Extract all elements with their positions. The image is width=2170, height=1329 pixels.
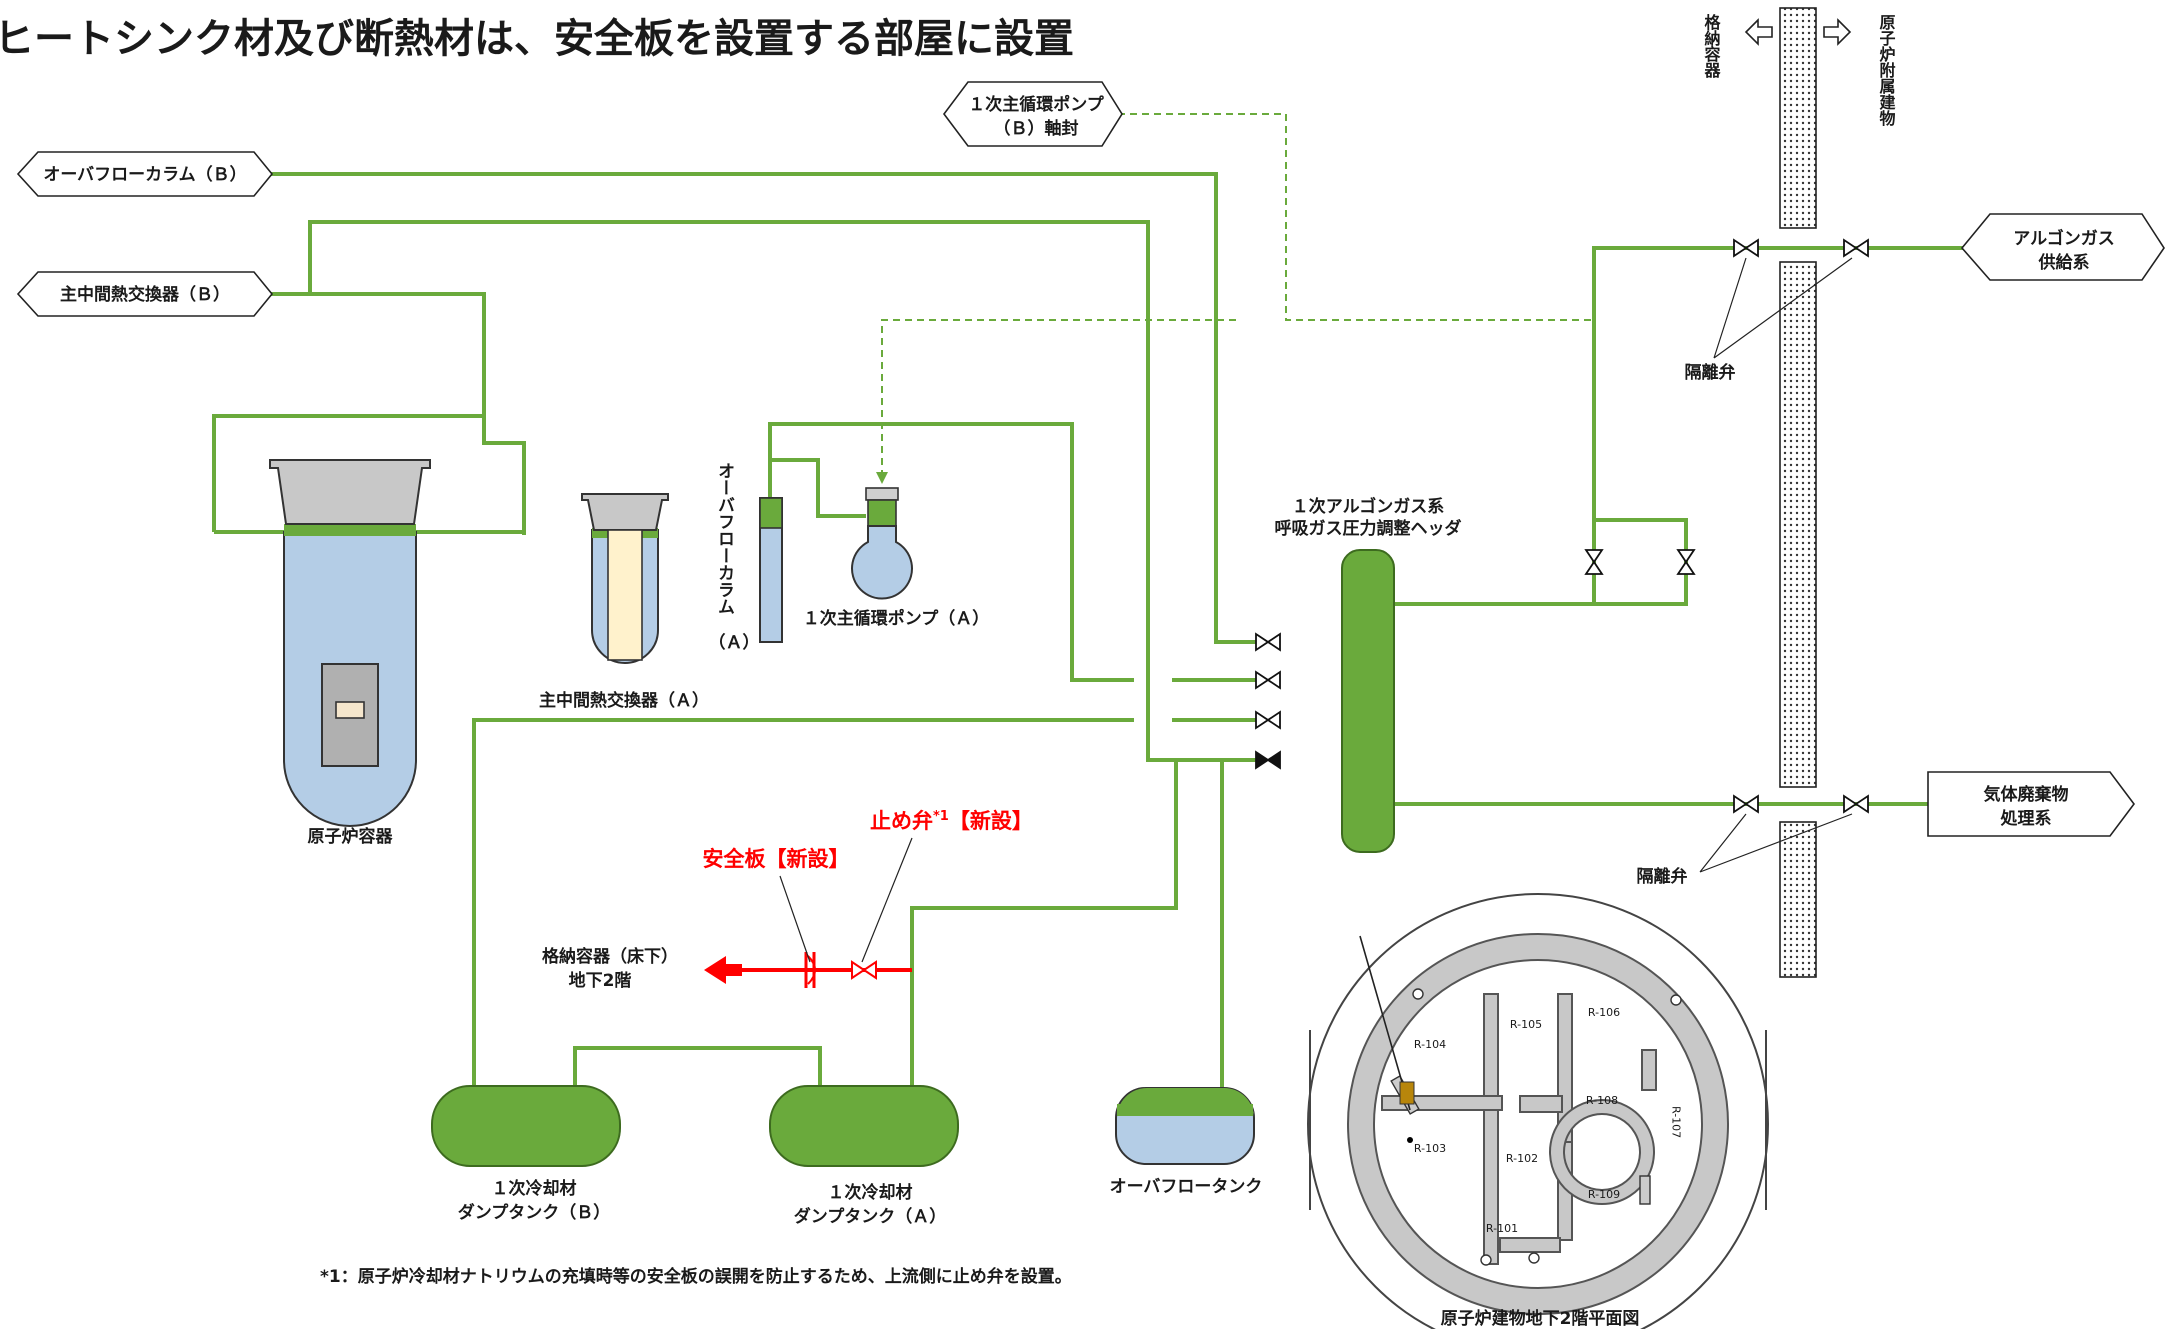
tag-ihx-b-label: 主中間熱交換器（Ｂ）: [60, 284, 230, 305]
containment-side-label: 格納容器: [1702, 13, 1722, 79]
ihx-a-label: 主中間熱交換器（Ａ）: [539, 690, 709, 711]
tag-pump-b-seal-label-2: （Ｂ）軸封: [994, 118, 1079, 139]
argon-gas-piping: [212, 172, 2010, 1090]
containment-floor-label-2: 地下2階: [569, 970, 632, 991]
arrow-left-red-icon: [704, 956, 742, 984]
room-label: R-104: [1414, 1038, 1446, 1051]
isolation-valve-icon: [1843, 794, 1869, 814]
overflow-tank: [1115, 1087, 1255, 1165]
isolation-valve-icon: [1733, 238, 1759, 258]
valve-icon: [1255, 632, 1281, 652]
overflow-column-a: [759, 497, 783, 643]
header-label-1: １次アルゴンガス系: [1292, 496, 1445, 517]
dump-tank-b-label-1: １次冷却材: [492, 1178, 577, 1199]
room-label: R-102: [1506, 1152, 1538, 1165]
tag-waste-gas-label-1: 気体廃棄物: [1983, 784, 2069, 805]
tag-pump-b-seal-label-1: １次主循環ポンプ: [968, 94, 1104, 115]
overflow-column-a-suffix: （Ａ）: [709, 632, 760, 653]
dump-tank-a: [769, 1085, 959, 1167]
arrow-right-icon: [1823, 18, 1852, 46]
overflow-column-a-label: オーバフローカラム: [714, 462, 735, 615]
isolation-valve-icon: [1733, 794, 1759, 814]
isolation-valve-icon: [1843, 238, 1869, 258]
ihx-a: [581, 493, 669, 664]
tag-argon-supply-label-1: アルゴンガス: [2013, 228, 2115, 249]
containment-floor-label-1: 格納容器（床下）: [542, 946, 678, 967]
pressure-header: [1341, 549, 1395, 853]
floor-plan: R-101 R-102 R-103 R-104 R-105 R-106 R-10…: [1307, 893, 1769, 1329]
dump-tank-b: [431, 1085, 621, 1167]
tag-overflow-column-b-label: オーバフローカラム（Ｂ）: [43, 164, 246, 185]
tag-ihx-b[interactable]: 主中間熱交換器（Ｂ）: [16, 271, 274, 317]
reactor-vessel-label: 原子炉容器: [308, 826, 394, 847]
stop-valve-label: 止め弁*1【新設】: [870, 809, 1033, 833]
dump-tank-a-label-2: ダンプタンク（Ａ）: [794, 1206, 947, 1227]
pump-a-label: １次主循環ポンプ（Ａ）: [803, 608, 990, 629]
room-label: R-105: [1510, 1018, 1542, 1031]
safety-plate-label: 安全板【新設】: [703, 847, 850, 871]
pump-a: [851, 487, 913, 600]
valve-icon: [1255, 670, 1281, 690]
isolation-valve-label-top: 隔離弁: [1685, 362, 1736, 383]
tag-waste-gas-label-2: 処理系: [2000, 809, 2052, 829]
arrow-left-icon: [1744, 18, 1773, 46]
room-label: R-109: [1588, 1188, 1620, 1201]
header-label-2: 呼吸ガス圧力調整ヘッダ: [1275, 518, 1462, 539]
room-label: R-101: [1486, 1222, 1518, 1235]
room-label: R-106: [1588, 1006, 1620, 1019]
tag-overflow-column-b[interactable]: オーバフローカラム（Ｂ）: [16, 151, 274, 197]
containment-wall: [1779, 7, 1817, 978]
tag-argon-supply-label-2: 供給系: [2038, 252, 2090, 273]
tag-waste-gas[interactable]: 気体廃棄物 処理系: [1927, 771, 2135, 837]
valve-icon: [1584, 549, 1604, 575]
room-label: R-107: [1670, 1106, 1683, 1138]
overflow-tank-label: オーバフロータンク: [1110, 1177, 1263, 1197]
plan-title: 原子炉建物地下2階平面図: [1441, 1308, 1640, 1329]
valve-group: [1255, 238, 1869, 814]
tag-argon-supply[interactable]: アルゴンガス 供給系: [1960, 213, 2165, 281]
reactor-vessel: [269, 459, 431, 827]
aux-building-side-label: 原子炉附属建物: [1877, 14, 1896, 127]
isolation-valve-label-bottom: 隔離弁: [1637, 866, 1688, 887]
footnote: *1：原子炉冷却材ナトリウムの充填時等の安全板の誤開を防止するため、上流側に止め…: [320, 1266, 1072, 1287]
dump-tank-a-label-1: １次冷却材: [828, 1182, 913, 1203]
valve-closed-icon: [1255, 750, 1281, 770]
valve-icon: [1676, 549, 1696, 575]
new-vent-line: [704, 952, 912, 988]
valve-icon: [1255, 710, 1281, 730]
stop-valve-icon: [851, 960, 877, 980]
dump-tank-b-label-2: ダンプタンク（Ｂ）: [458, 1202, 611, 1223]
room-label: R-108: [1586, 1094, 1618, 1107]
page-title: ヒートシンク材及び断熱材は、安全板を設置する部屋に設置: [0, 16, 1074, 62]
seal-gas-dashed-piping: [876, 113, 1594, 484]
room-label: R-103: [1414, 1142, 1446, 1155]
tag-pump-b-seal[interactable]: １次主循環ポンプ （Ｂ）軸封: [943, 81, 1123, 147]
